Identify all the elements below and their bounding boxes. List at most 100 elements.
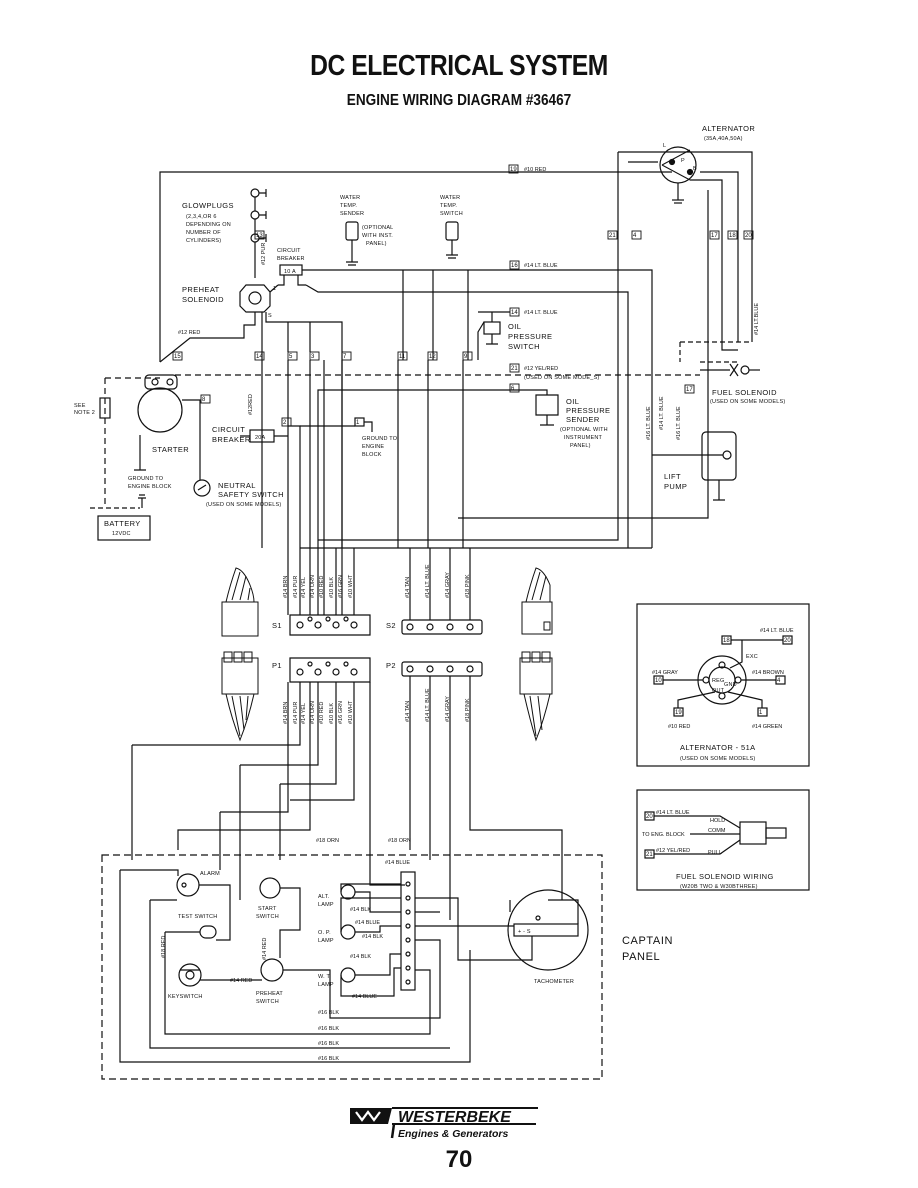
svg-text:SOLENOID: SOLENOID	[182, 295, 224, 304]
svg-text:#14 BLK: #14 BLK	[362, 934, 383, 940]
p1-wire-label: #14 BRN	[283, 702, 289, 724]
connector-s1: S1	[272, 614, 371, 636]
svg-text:SENDER: SENDER	[566, 415, 600, 424]
svg-text:21: 21	[609, 233, 616, 239]
svg-text:SAFETY SWITCH: SAFETY SWITCH	[218, 490, 284, 499]
p2-wire-label: #14 GRAY	[445, 696, 451, 722]
svg-text:TEST SWITCH: TEST SWITCH	[178, 914, 217, 920]
svg-text:GROUND TO: GROUND TO	[362, 436, 398, 442]
captain-panel: ALARM START SWITCH TEST SWITCH PREHEAT S…	[101, 838, 603, 1080]
s1-wire-labels: #14 BRN#14 PUR#14 YEL#14 ORN#10 RED#10 B…	[283, 574, 354, 598]
svg-text:1: 1	[273, 286, 276, 292]
svg-text:WATER: WATER	[340, 195, 360, 201]
svg-text:#14 LT.BLUE: #14 LT.BLUE	[754, 303, 760, 335]
svg-text:S: S	[268, 313, 272, 319]
svg-text:8: 8	[202, 397, 206, 403]
svg-text:18: 18	[723, 638, 730, 644]
connector-p2: P2	[386, 661, 483, 677]
svg-text:PREHEAT: PREHEAT	[256, 991, 283, 997]
neutral-safety-switch: NEUTRAL SAFETY SWITCH (USED ON SOME MODE…	[193, 479, 284, 508]
svg-text:#14 RED: #14 RED	[262, 938, 268, 960]
svg-text:#16 BLK: #16 BLK	[318, 1056, 339, 1062]
s1-wire-label: #10 BLK	[329, 577, 335, 598]
p1-wire-label: #10 WHT	[348, 700, 354, 724]
svg-text:ENGINE: ENGINE	[362, 444, 384, 450]
s1-wire-label: #10 RED	[319, 576, 325, 598]
svg-text:20: 20	[784, 638, 791, 644]
svg-text:ALTERNATOR - 51A: ALTERNATOR - 51A	[680, 743, 756, 752]
svg-text:PANEL): PANEL)	[570, 443, 591, 449]
svg-text:2: 2	[283, 420, 287, 426]
svg-text:SWITCH: SWITCH	[256, 914, 279, 920]
svg-text:REG: REG	[712, 678, 725, 684]
svg-text:1: 1	[356, 420, 360, 426]
svg-text:#14 BLUE: #14 BLUE	[355, 920, 380, 926]
svg-text:#14 LT. BLUE: #14 LT. BLUE	[760, 628, 794, 634]
brand-tagline: Engines & Generators	[398, 1128, 508, 1140]
p1-wire-label: #14 PUR	[293, 702, 299, 724]
svg-text:+ - S: + - S	[518, 929, 531, 935]
svg-text:#14 GRAY: #14 GRAY	[652, 670, 678, 676]
svg-text:SEE: SEE	[74, 403, 86, 409]
svg-text:#14 RED: #14 RED	[230, 978, 252, 984]
svg-text:10 A: 10 A	[284, 269, 296, 275]
svg-text:#14 BLUE: #14 BLUE	[352, 994, 377, 1000]
lift-pump: LIFT PUMP #16 LT. BLUE #14 LT. BLUE #16 …	[646, 396, 737, 501]
connector-s2: S2	[386, 619, 483, 635]
svg-text:4: 4	[777, 678, 781, 684]
svg-text:#18 RED: #18 RED	[161, 936, 167, 958]
westerbeke-logo: WESTERBEKE Engines & Generators	[348, 1102, 540, 1147]
svg-text:(USED ON SOME MODELS): (USED ON SOME MODELS)	[710, 399, 785, 405]
svg-text:12VDC: 12VDC	[112, 531, 131, 537]
battery: BATTERY 12VDC	[90, 494, 151, 541]
page-subtitle: ENGINE WIRING DIAGRAM #36467	[346, 92, 572, 109]
svg-text:OUT: OUT	[712, 688, 725, 694]
svg-text:#10 RED: #10 RED	[524, 167, 546, 173]
svg-text:(W20B TWO & W30BTHREE): (W20B TWO & W30BTHREE)	[680, 884, 758, 890]
svg-text:#14 LT. BLUE: #14 LT. BLUE	[659, 396, 665, 430]
fuel-solenoid: FUEL SOLENOID (USED ON SOME MODELS) #14 …	[700, 303, 785, 405]
s1-wire-label: #14 BRN	[283, 576, 289, 598]
svg-text:1: 1	[759, 710, 763, 716]
svg-text:P: P	[681, 158, 685, 164]
svg-text:17: 17	[711, 233, 718, 239]
svg-text:NOTE 2: NOTE 2	[74, 410, 95, 416]
svg-text:STARTER: STARTER	[152, 445, 189, 454]
s1-wire-label: #14 PUR	[293, 576, 299, 598]
svg-text:#16 BLK: #16 BLK	[318, 1026, 339, 1032]
svg-text:(2,3,4,OR 6: (2,3,4,OR 6	[186, 214, 217, 220]
svg-text:6: 6	[511, 386, 515, 392]
svg-text:4: 4	[633, 233, 637, 239]
svg-text:#14 BROWN: #14 BROWN	[752, 670, 784, 676]
svg-text:OIL: OIL	[566, 397, 579, 406]
svg-text:TEMP.: TEMP.	[440, 203, 457, 209]
svg-text:P2: P2	[386, 661, 396, 670]
svg-text:COMM: COMM	[708, 828, 726, 834]
svg-text:SWITCH: SWITCH	[508, 342, 540, 351]
svg-text:L: L	[663, 143, 666, 149]
svg-text:TO ENG. BLOCK: TO ENG. BLOCK	[642, 832, 685, 838]
svg-text:SWITCH: SWITCH	[256, 999, 279, 1005]
p1-wire-label: #16 GRN	[338, 701, 344, 724]
svg-text:13: 13	[256, 233, 263, 239]
s2-wire-label: #18 PINK	[465, 574, 471, 598]
svg-text:14: 14	[256, 354, 263, 360]
captain-panel-title: CAPTAIN	[622, 935, 673, 947]
svg-text:#12RED: #12RED	[248, 394, 254, 415]
svg-text:FUEL SOLENOID WIRING: FUEL SOLENOID WIRING	[676, 872, 774, 881]
svg-text:#14 LT. BLUE: #14 LT. BLUE	[524, 263, 558, 269]
svg-text:PANEL): PANEL)	[366, 241, 387, 247]
oil-pressure-sender: OIL PRESSURE SENDER (OPTIONAL WITH INSTR…	[317, 389, 610, 548]
svg-text:B: B	[693, 166, 697, 172]
svg-text:GLOWPLUGS: GLOWPLUGS	[182, 201, 234, 210]
svg-text:3: 3	[311, 354, 315, 360]
s1-wire-label: #14 YEL	[301, 577, 307, 598]
svg-text:ENGINE BLOCK: ENGINE BLOCK	[128, 484, 172, 490]
p1-wire-labels: #14 BRN#14 PUR#14 YEL#14 ORN#10 RED#10 B…	[283, 700, 354, 724]
svg-text:21: 21	[511, 366, 518, 372]
preheat-solenoid: 1 S PREHEAT SOLENOID #12 RED	[159, 284, 343, 548]
ground-engine-block: 1 GROUND TO ENGINE BLOCK	[300, 417, 398, 458]
circuit-breaker-top: 10 A CIRCUIT BREAKER	[277, 248, 653, 548]
svg-text:PUMP: PUMP	[664, 482, 687, 491]
